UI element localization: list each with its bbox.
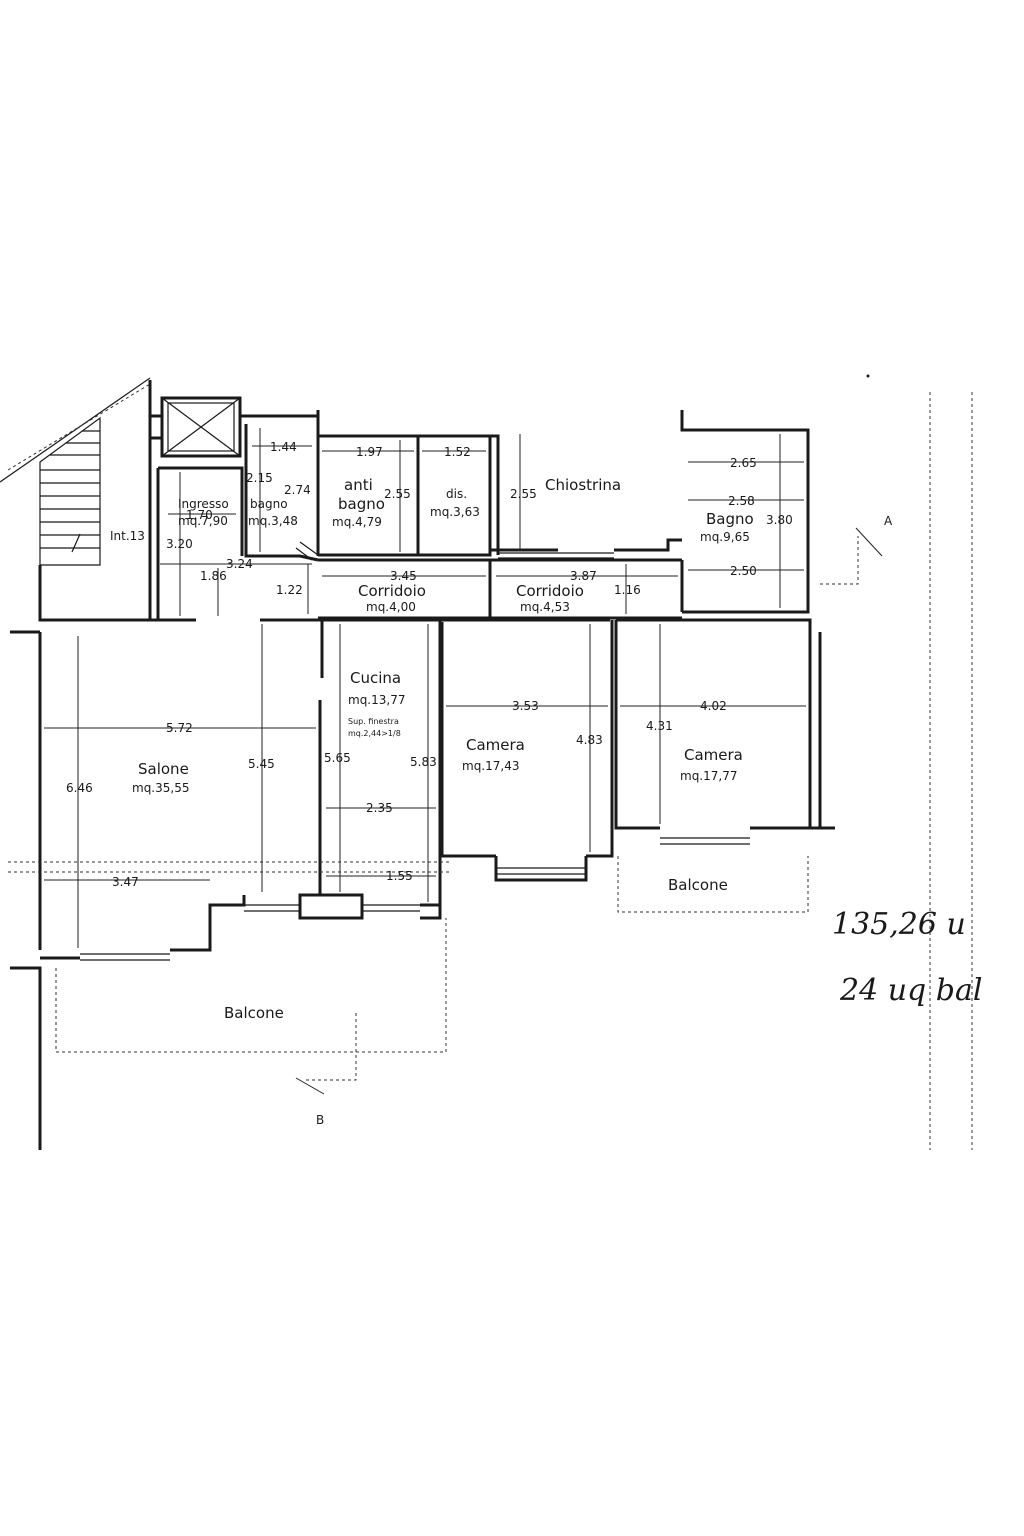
dim-3-47: 3.47 [112,875,139,889]
int-label: Int.13 [110,529,145,543]
dim-1-52: 1.52 [444,445,471,459]
salone-area: mq.35,55 [132,781,189,795]
dim-1-97: 1.97 [356,445,383,459]
dim-3-24: 3.24 [226,557,253,571]
camera-1-area: mq.17,43 [462,759,519,773]
handwritten-balcony-area: 24 uq bal [839,973,982,1008]
bagno-small-name: bagno [250,497,288,511]
dim-3-45: 3.45 [390,569,417,583]
dim-1-44: 1.44 [270,440,297,454]
section-a-label: A [884,514,893,528]
cucina-note-1: Sup. finestra [348,717,399,726]
dim-1-86: 1.86 [200,569,227,583]
dim-6-46: 6.46 [66,781,93,795]
dim-5-45: 5.45 [248,757,275,771]
anti-name: anti [344,476,373,494]
dim-2-65: 2.65 [730,456,757,470]
ingresso-area: mq.7,90 [178,514,228,528]
stray-dot [866,374,870,378]
bagno-big-area: mq.9,65 [700,530,750,544]
dim-1-16: 1.16 [614,583,641,597]
dim-3-20: 3.20 [166,537,193,551]
dim-5-72: 5.72 [166,721,193,735]
balcone-right-name: Balcone [668,876,728,894]
cucina-area: mq.13,77 [348,693,405,707]
dim-2-35: 2.35 [366,801,393,815]
dim-4-83: 4.83 [576,733,603,747]
camera-1-name: Camera [466,736,525,754]
staircase [0,377,152,622]
dim-2-55-a: 2.55 [384,487,411,501]
dim-2-74: 2.74 [284,483,311,497]
salone-name: Salone [138,760,189,778]
cucina-note-2: mq.2,44>1/8 [348,729,401,738]
dimension-lines [44,428,806,948]
chiostrina-name: Chiostrina [545,476,621,494]
room-labels: Ingresso mq.7,90 bagno mq.3,48 anti bagn… [110,476,893,1127]
corridoio-2-name: Corridoio [516,582,584,600]
dim-3-87: 3.87 [570,569,597,583]
dim-3-53: 3.53 [512,699,539,713]
dim-1-70: 1.70 [186,508,213,522]
anti-area: mq.4,79 [332,515,382,529]
bagno-small-area: mq.3,48 [248,514,298,528]
dim-2-15: 2.15 [246,471,273,485]
balcone-bottom-name: Balcone [224,1004,284,1022]
dis-name: dis. [446,487,467,501]
handwritten-notes: 135,26 u 24 uq bal [832,907,982,1008]
dimension-labels: 1.44 1.97 1.52 2.65 1.70 2.15 2.74 2.55 … [66,440,793,889]
dim-2-58: 2.58 [728,494,755,508]
corridoio-2-area: mq.4,53 [520,600,570,614]
windows [80,541,750,961]
dim-5-65: 5.65 [324,751,351,765]
balconies [8,392,973,1150]
cucina-name: Cucina [350,669,401,687]
corridoio-1-name: Corridoio [358,582,426,600]
bagno-big-name: Bagno [706,510,754,528]
dis-area: mq.3,63 [430,505,480,519]
dim-2-50: 2.50 [730,564,757,578]
corridoio-1-area: mq.4,00 [366,600,416,614]
dim-1-55: 1.55 [386,869,413,883]
camera-2-name: Camera [684,746,743,764]
elevator-shaft [160,396,242,458]
dim-5-83: 5.83 [410,755,437,769]
dim-4-02: 4.02 [700,699,727,713]
dim-3-80: 3.80 [766,513,793,527]
handwritten-total-area: 135,26 u [832,907,966,942]
camera-2-area: mq.17,77 [680,769,737,783]
anti-name-2: bagno [338,495,385,513]
section-b-label: B [316,1113,324,1127]
ingresso-name: Ingresso [178,497,229,511]
dim-2-55-b: 2.55 [510,487,537,501]
dim-4-31: 4.31 [646,719,673,733]
dim-1-22: 1.22 [276,583,303,597]
